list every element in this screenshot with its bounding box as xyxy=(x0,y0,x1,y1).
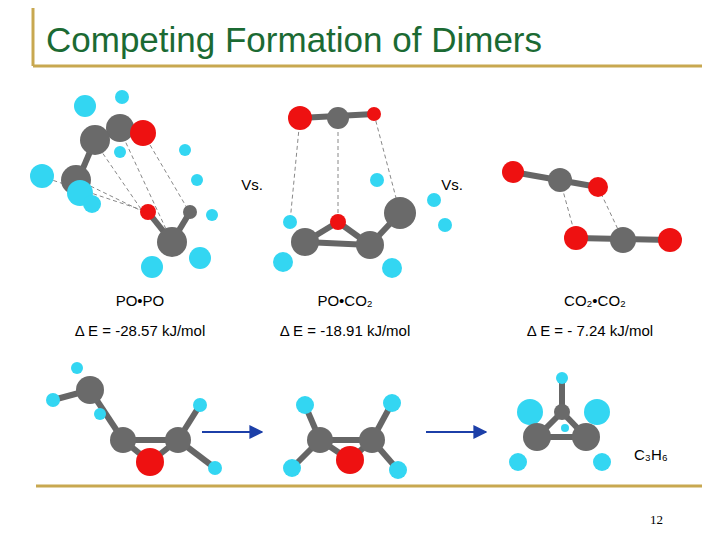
versus-label: Vs. xyxy=(441,176,463,193)
reaction-sequence xyxy=(46,362,611,479)
dimer-name: PO•CO₂ xyxy=(317,292,372,309)
slide-title: Competing Formation of Dimers xyxy=(46,20,542,60)
page-number: 12 xyxy=(650,512,663,528)
dimer-name: PO•PO xyxy=(116,292,165,309)
energy-value: Δ E = -28.57 kJ/mol xyxy=(75,322,206,339)
co2-co2-dimer xyxy=(502,161,682,253)
versus-label: Vs. xyxy=(241,176,263,193)
energy-value: Δ E = - 7.24 kJ/mol xyxy=(527,322,653,339)
dimer-name: CO₂•CO₂ xyxy=(564,292,626,309)
po-co2-dimer xyxy=(273,106,452,278)
molecule-formula: C₃H₆ xyxy=(634,446,668,463)
reaction-arrow xyxy=(426,431,486,433)
po-po-dimer xyxy=(30,90,218,278)
energy-value: Δ E = -18.91 kJ/mol xyxy=(280,322,411,339)
slide-frame xyxy=(33,8,702,486)
reaction-arrow xyxy=(202,431,262,433)
